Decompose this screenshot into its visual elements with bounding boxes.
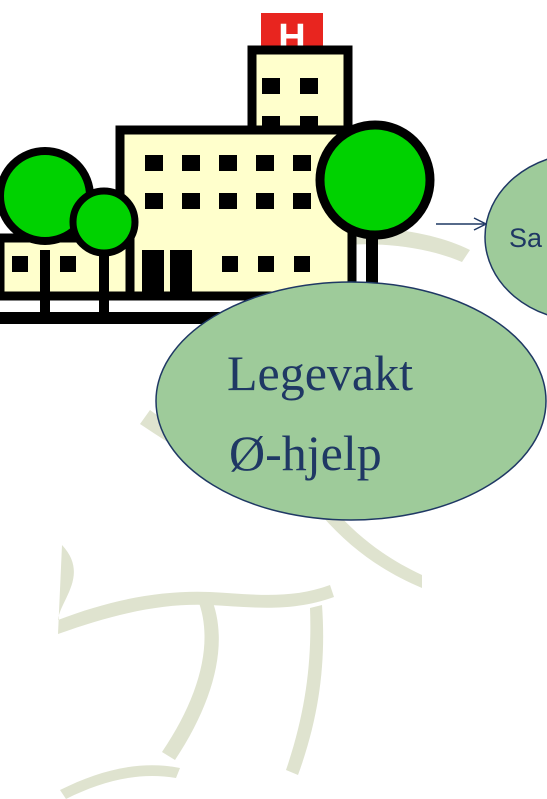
ellipse-main-line1: Legevakt <box>227 345 413 401</box>
watermark-stroke-body <box>58 545 334 634</box>
watermark-stroke-tail <box>60 765 180 799</box>
hospital-door-left <box>142 250 164 296</box>
hospital-clipart: H <box>0 13 435 324</box>
ellipse-side: Sa <box>484 158 547 316</box>
watermark-stroke-lower-leg <box>162 595 219 760</box>
annex-windows <box>12 256 76 272</box>
ellipse-side-label: Sa <box>509 223 543 253</box>
connector-arrow <box>436 217 488 231</box>
watermark-stroke-right-leg <box>286 605 324 775</box>
watermark-stroke-right-arm <box>322 505 422 588</box>
tower-windows <box>262 78 318 132</box>
tree-left-small <box>69 187 139 320</box>
hospital-door-right <box>170 250 192 296</box>
ellipse-main-line2: Ø-hjelp <box>229 425 382 481</box>
main-block-windows <box>145 155 311 272</box>
ellipse-main: Legevakt Ø-hjelp <box>155 281 547 521</box>
